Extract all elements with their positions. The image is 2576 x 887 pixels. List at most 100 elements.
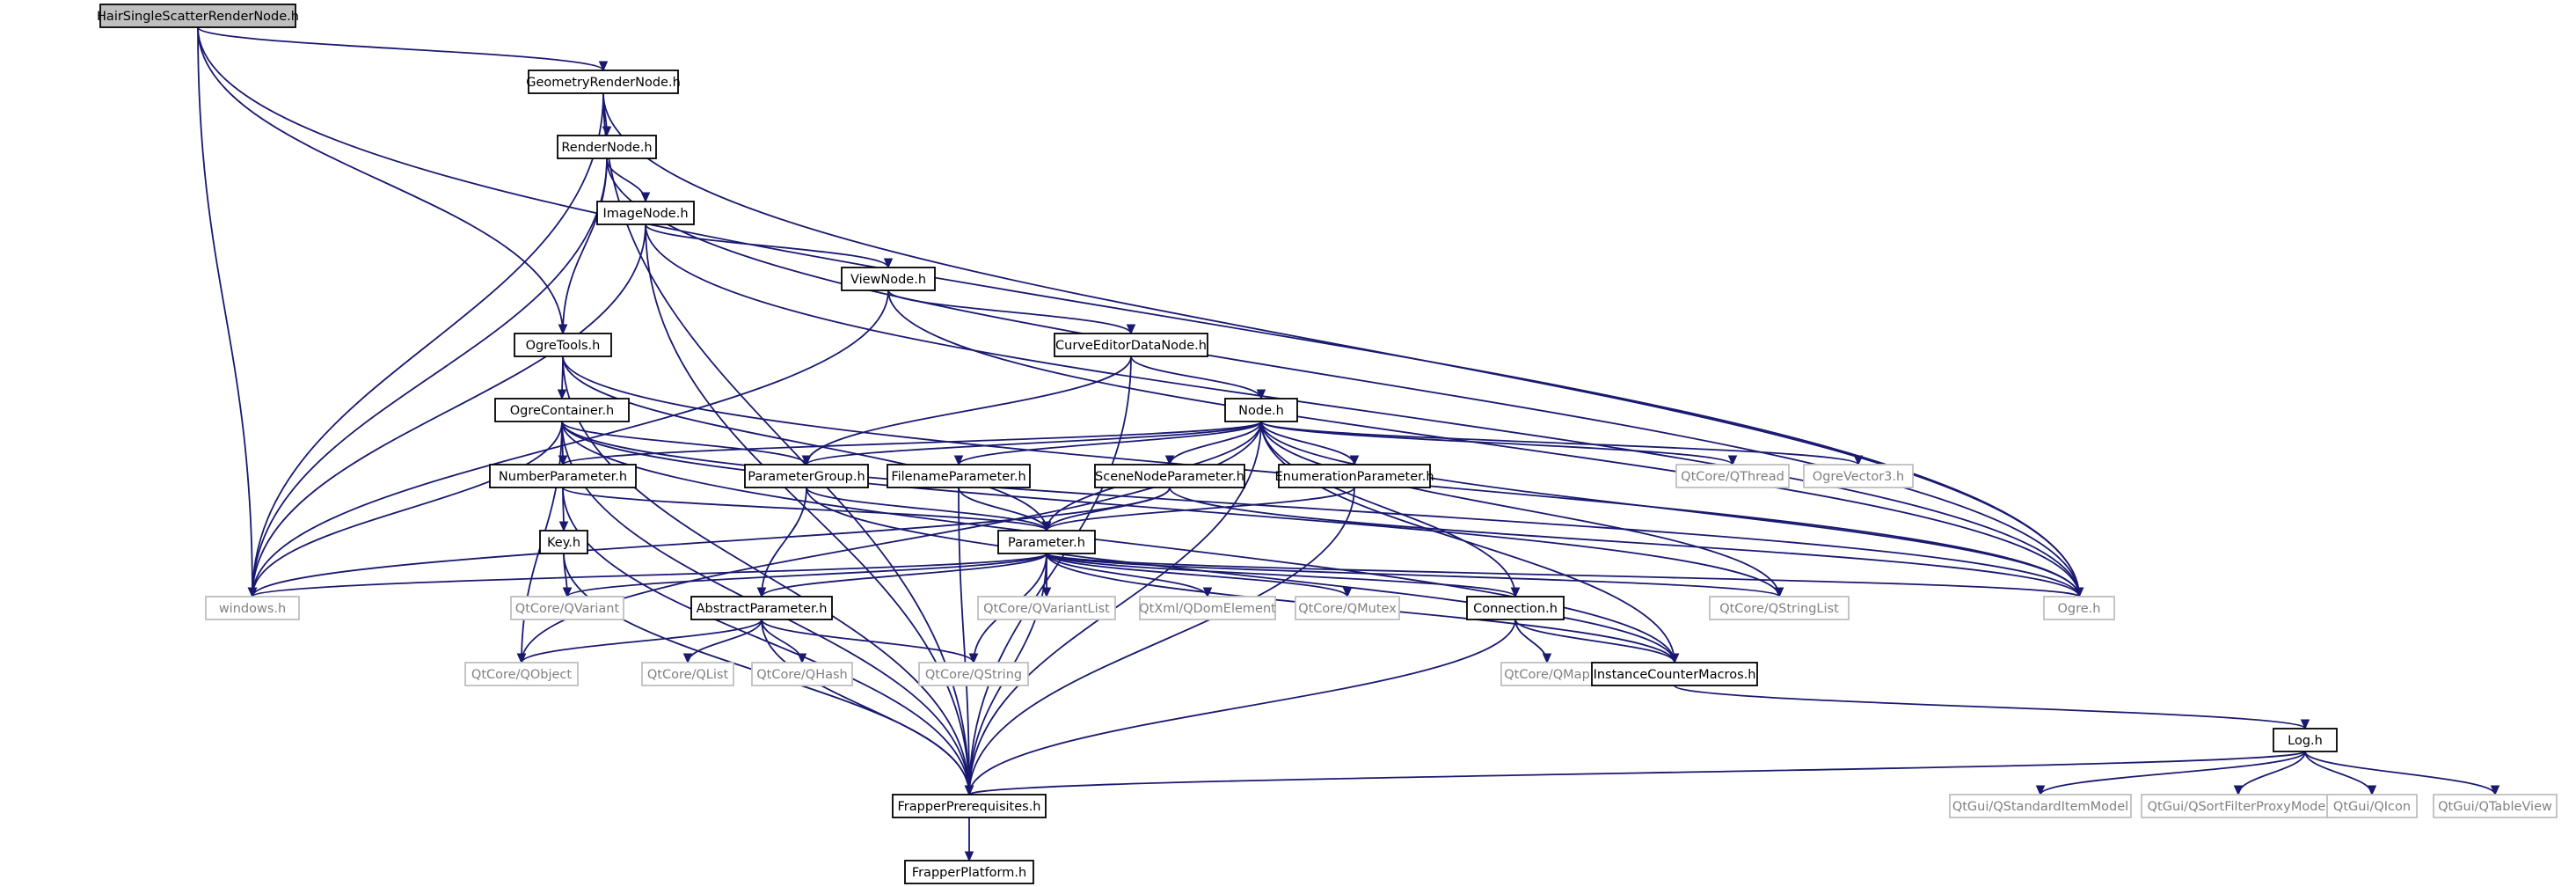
node-box[interactable] (841, 267, 936, 291)
edge-line (968, 356, 1132, 795)
node-ogretools[interactable]: OgreTools.h (514, 333, 612, 357)
edge-line (1260, 421, 2080, 597)
node-box (1675, 464, 1790, 488)
node-parameter[interactable]: Parameter.h (997, 530, 1096, 554)
node-box[interactable] (892, 794, 1047, 818)
node-box[interactable] (1278, 464, 1431, 488)
edge-line (1260, 421, 1733, 465)
node-box[interactable] (2273, 728, 2338, 752)
node-box[interactable] (1466, 596, 1565, 620)
edge-line (1169, 421, 1262, 465)
edge-parameter-to-connection (1046, 553, 1521, 598)
node-enumparam[interactable]: EnumerationParameter.h (1274, 464, 1434, 488)
edge-arrowhead (883, 258, 894, 269)
edge-arrowhead (1774, 587, 1784, 598)
node-label: OgreContainer.h (510, 404, 615, 418)
node-geometry[interactable]: GeometryRenderNode.h (526, 70, 681, 94)
node-ogrevector3: OgreVector3.h (1803, 464, 1914, 488)
node-box[interactable] (997, 530, 1096, 554)
edge-line (968, 751, 2306, 795)
node-box[interactable] (494, 398, 630, 422)
edge-line (197, 26, 2080, 597)
node-frapperplatform[interactable]: FrapperPlatform.h (904, 860, 1034, 884)
edge-node-to-enumparam (1260, 421, 1360, 466)
node-box (918, 662, 1029, 686)
edge-line (887, 290, 1132, 334)
edge-log-to-qsortfilterproxymodel (2233, 751, 2306, 796)
node-key[interactable]: Key.h (539, 530, 588, 554)
node-log[interactable]: Log.h (2273, 728, 2338, 752)
node-label: windows.h (219, 602, 286, 616)
edge-arrowhead (2074, 587, 2084, 598)
edge-line (1260, 421, 1859, 465)
node-box[interactable] (539, 530, 588, 554)
edge-line (252, 224, 646, 597)
edge-parameter-to-qvariant (562, 553, 1047, 598)
node-box[interactable] (1224, 398, 1298, 422)
edge-arrowhead (1542, 653, 1552, 664)
node-numberparam[interactable]: NumberParameter.h (489, 464, 637, 488)
edge-line (2040, 751, 2306, 795)
node-box[interactable] (557, 135, 657, 159)
edge-curveeditor-to-frapperprereq (964, 356, 1132, 796)
node-instancecounter[interactable]: InstanceCounterMacros.h (1591, 662, 1758, 686)
edge-ogrecontainer-to-windows (247, 421, 563, 598)
node-frapperprereq[interactable]: FrapperPrerequisites.h (892, 794, 1047, 818)
edge-line (1260, 421, 1355, 465)
node-box[interactable] (690, 596, 833, 620)
node-label: QtGui/QSortFilterProxyModel (2148, 800, 2330, 814)
edge-line (2304, 751, 2496, 795)
node-render[interactable]: RenderNode.h (557, 135, 657, 159)
node-box[interactable] (489, 464, 637, 488)
node-label: AbstractParameter.h (697, 602, 828, 616)
node-qlist: QtCore/QList (641, 662, 734, 686)
node-label: EnumerationParameter.h (1274, 470, 1434, 484)
node-image[interactable]: ImageNode.h (596, 201, 695, 225)
edge-instancecounter-to-log (1674, 685, 2310, 730)
node-qstandarditemmodel: QtGui/QStandardItemModel (1949, 794, 2132, 818)
edge-line (521, 421, 1262, 663)
node-filenameparam[interactable]: FilenameParameter.h (887, 464, 1031, 488)
edge-view-to-curveeditor (887, 290, 1136, 335)
node-box[interactable] (1054, 333, 1208, 357)
edge-line (252, 158, 608, 597)
edge-line (1046, 553, 1208, 597)
node-label: SceneNodeParameter.h (1095, 470, 1244, 484)
node-curveeditor[interactable]: CurveEditorDataNode.h (1054, 333, 1208, 357)
node-root[interactable]: HairSingleScatterRenderNode.h (97, 4, 299, 28)
edge-arrowhead (558, 324, 568, 335)
node-paramgroup[interactable]: ParameterGroup.h (744, 464, 869, 488)
node-abstractparam[interactable]: AbstractParameter.h (690, 596, 833, 620)
node-label: QtCore/QVariant (515, 602, 620, 616)
edge-line (197, 26, 604, 71)
node-scenenodeparam[interactable]: SceneNodeParameter.h (1094, 464, 1245, 488)
edge-log-to-frapperprereq (964, 751, 2306, 796)
edge-line (562, 356, 970, 795)
node-box[interactable] (528, 70, 679, 94)
edge-line (1046, 487, 1355, 531)
node-box[interactable] (1591, 662, 1758, 686)
node-box[interactable] (1094, 464, 1245, 488)
node-view[interactable]: ViewNode.h (841, 267, 936, 291)
node-box[interactable] (99, 4, 296, 28)
edge-line (2304, 751, 2373, 795)
node-ogrecontainer[interactable]: OgreContainer.h (494, 398, 630, 422)
node-box[interactable] (744, 464, 869, 488)
node-label: QtCore/QMutex (1298, 602, 1397, 616)
node-box[interactable] (596, 201, 695, 225)
node-box[interactable] (514, 333, 612, 357)
node-label: GeometryRenderNode.h (526, 76, 681, 90)
node-label: QtCore/QVariantList (983, 602, 1110, 616)
node-connection[interactable]: Connection.h (1466, 596, 1565, 620)
node-box[interactable] (887, 464, 1031, 488)
node-box[interactable] (904, 860, 1034, 884)
edge-arrowhead (1126, 324, 1136, 335)
edge-line (1046, 553, 1516, 597)
edge-node-to-qthread (1260, 421, 1738, 466)
edge-curveeditor-to-node (1130, 356, 1266, 400)
node-label: Ogre.h (2058, 602, 2101, 616)
edge-log-to-qicon (2304, 751, 2377, 796)
edge-arrowhead (2233, 785, 2244, 796)
node-node[interactable]: Node.h (1224, 398, 1298, 422)
